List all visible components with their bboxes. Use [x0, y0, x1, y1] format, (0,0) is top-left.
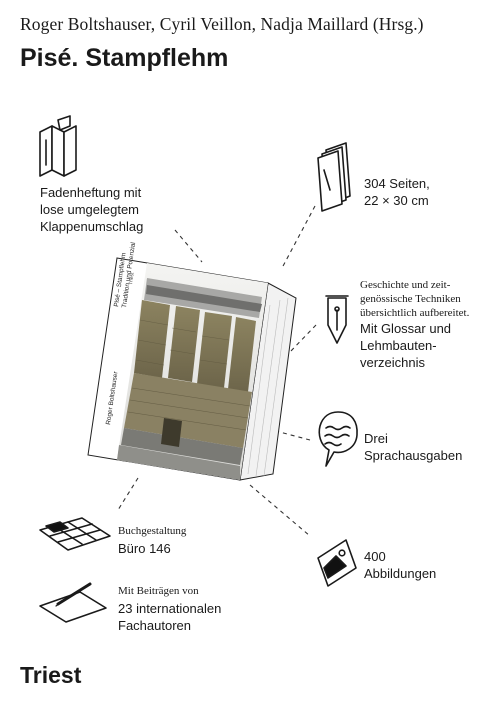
pen-on-paper-icon	[39, 582, 107, 623]
languages-line-2: Sprachausgaben	[364, 448, 463, 463]
pages-line-1: 304 Seiten,	[364, 176, 430, 191]
layout-grid-icon	[39, 517, 111, 551]
cover-publisher: Triest	[128, 272, 136, 286]
content-serif-line-1: Geschichte und zeit-	[360, 279, 451, 291]
content-sans-line-3: verzeichnis	[360, 355, 426, 370]
connector-images	[249, 484, 311, 537]
content-serif-line-2: genössische Techniken	[360, 293, 461, 305]
content-label: Mit Glossar und Lehmbauten- verzeichnis	[360, 320, 451, 371]
binding-line-1: Fadenheftung mit	[40, 185, 142, 200]
contrib-line-1: 23 internationalen	[118, 601, 222, 616]
images-line-2: Abbildungen	[364, 566, 437, 581]
publisher-logo[interactable]: Triest	[20, 662, 82, 688]
authors: Roger Boltshauser, Cyril Veillon, Nadja …	[20, 14, 424, 34]
content-description: Geschichte und zeit- genössische Technik…	[360, 278, 469, 320]
languages-label: Drei Sprachausgaben	[364, 430, 462, 464]
design-caption: Buchgestaltung	[118, 525, 187, 537]
cover-photo	[117, 263, 268, 480]
content-sans-line-1: Mit Glossar und	[360, 321, 452, 336]
connector-binding	[174, 229, 203, 263]
binding-label: Fadenheftung mit lose umgelegtem Klappen…	[40, 184, 143, 235]
design-label: Büro 146	[118, 541, 171, 556]
connector-content	[289, 324, 317, 353]
images-label: 400 Abbildungen	[364, 548, 436, 582]
picture-icon	[317, 539, 357, 587]
contrib-caption: Mit Beiträgen von	[118, 585, 199, 597]
content-serif-line-3: übersichtlich aufbereitet.	[360, 307, 470, 319]
page-stack-icon	[317, 142, 351, 212]
pages-label: 304 Seiten, 22 × 30 cm	[364, 175, 430, 209]
contrib-label: 23 internationalen Fachautoren	[118, 600, 221, 634]
binding-line-3: Klappenumschlag	[40, 219, 144, 234]
book-3d: Pisé – Stampflehm Tradition und Potenzia…	[87, 241, 297, 481]
book-title: Pisé. Stampflehm	[20, 44, 229, 72]
pages-line-2: 22 × 30 cm	[364, 193, 429, 208]
pen-nib-icon	[325, 295, 349, 344]
speech-bubble-icon	[318, 411, 358, 467]
connector-design	[117, 477, 139, 511]
folded-pages-icon	[39, 115, 77, 177]
binding-line-2: lose umgelegtem	[40, 202, 139, 217]
connector-pages	[281, 205, 316, 269]
contrib-line-2: Fachautoren	[118, 618, 191, 633]
content-sans-line-2: Lehmbauten-	[360, 338, 437, 353]
languages-line-1: Drei	[364, 431, 388, 446]
images-line-1: 400	[364, 549, 386, 564]
